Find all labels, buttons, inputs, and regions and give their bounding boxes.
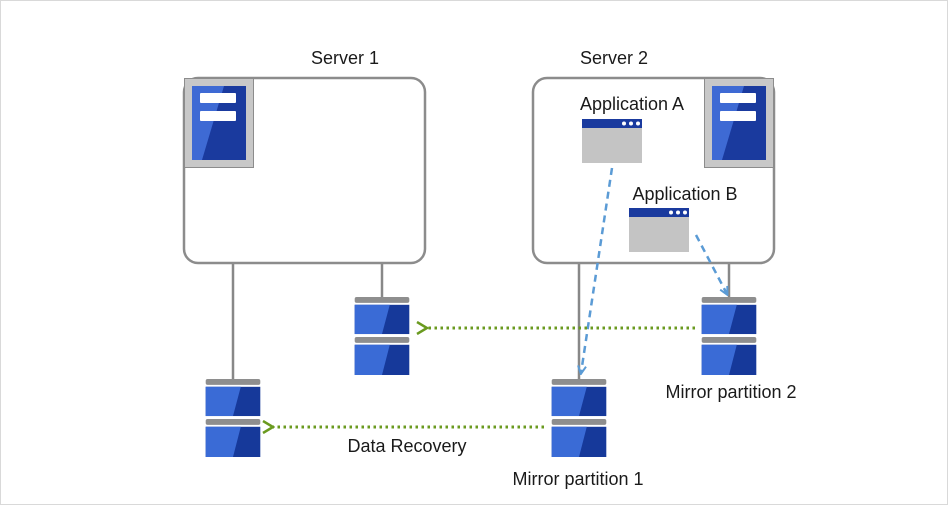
application-b: Application B bbox=[629, 184, 738, 252]
disk-mirror-partition-2 bbox=[701, 297, 757, 375]
server-1: Server 1 bbox=[182, 48, 427, 265]
recovery-arrows bbox=[273, 328, 695, 427]
application-a-label: Application A bbox=[580, 94, 684, 114]
server-1-label: Server 1 bbox=[311, 48, 379, 68]
connector-lines bbox=[231, 263, 731, 379]
server-2-icon bbox=[704, 78, 774, 168]
app-a-to-mirror1-arrow bbox=[581, 167, 614, 373]
application-b-window-icon bbox=[629, 208, 689, 252]
mirror-partition-1-label: Mirror partition 1 bbox=[512, 469, 643, 489]
server-2-label: Server 2 bbox=[580, 48, 648, 68]
application-b-label: Application B bbox=[632, 184, 737, 204]
application-a-window-icon bbox=[582, 119, 642, 163]
mirror-partition-2-label: Mirror partition 2 bbox=[665, 382, 796, 402]
data-recovery-label: Data Recovery bbox=[347, 436, 466, 456]
application-a: Application A bbox=[580, 94, 684, 163]
disk-server1-mid bbox=[354, 297, 410, 375]
disk-server1-bottom bbox=[205, 379, 261, 457]
access-arrows bbox=[581, 167, 727, 373]
disk-mirror-partition-1 bbox=[551, 379, 607, 457]
server-1-icon bbox=[184, 78, 254, 168]
